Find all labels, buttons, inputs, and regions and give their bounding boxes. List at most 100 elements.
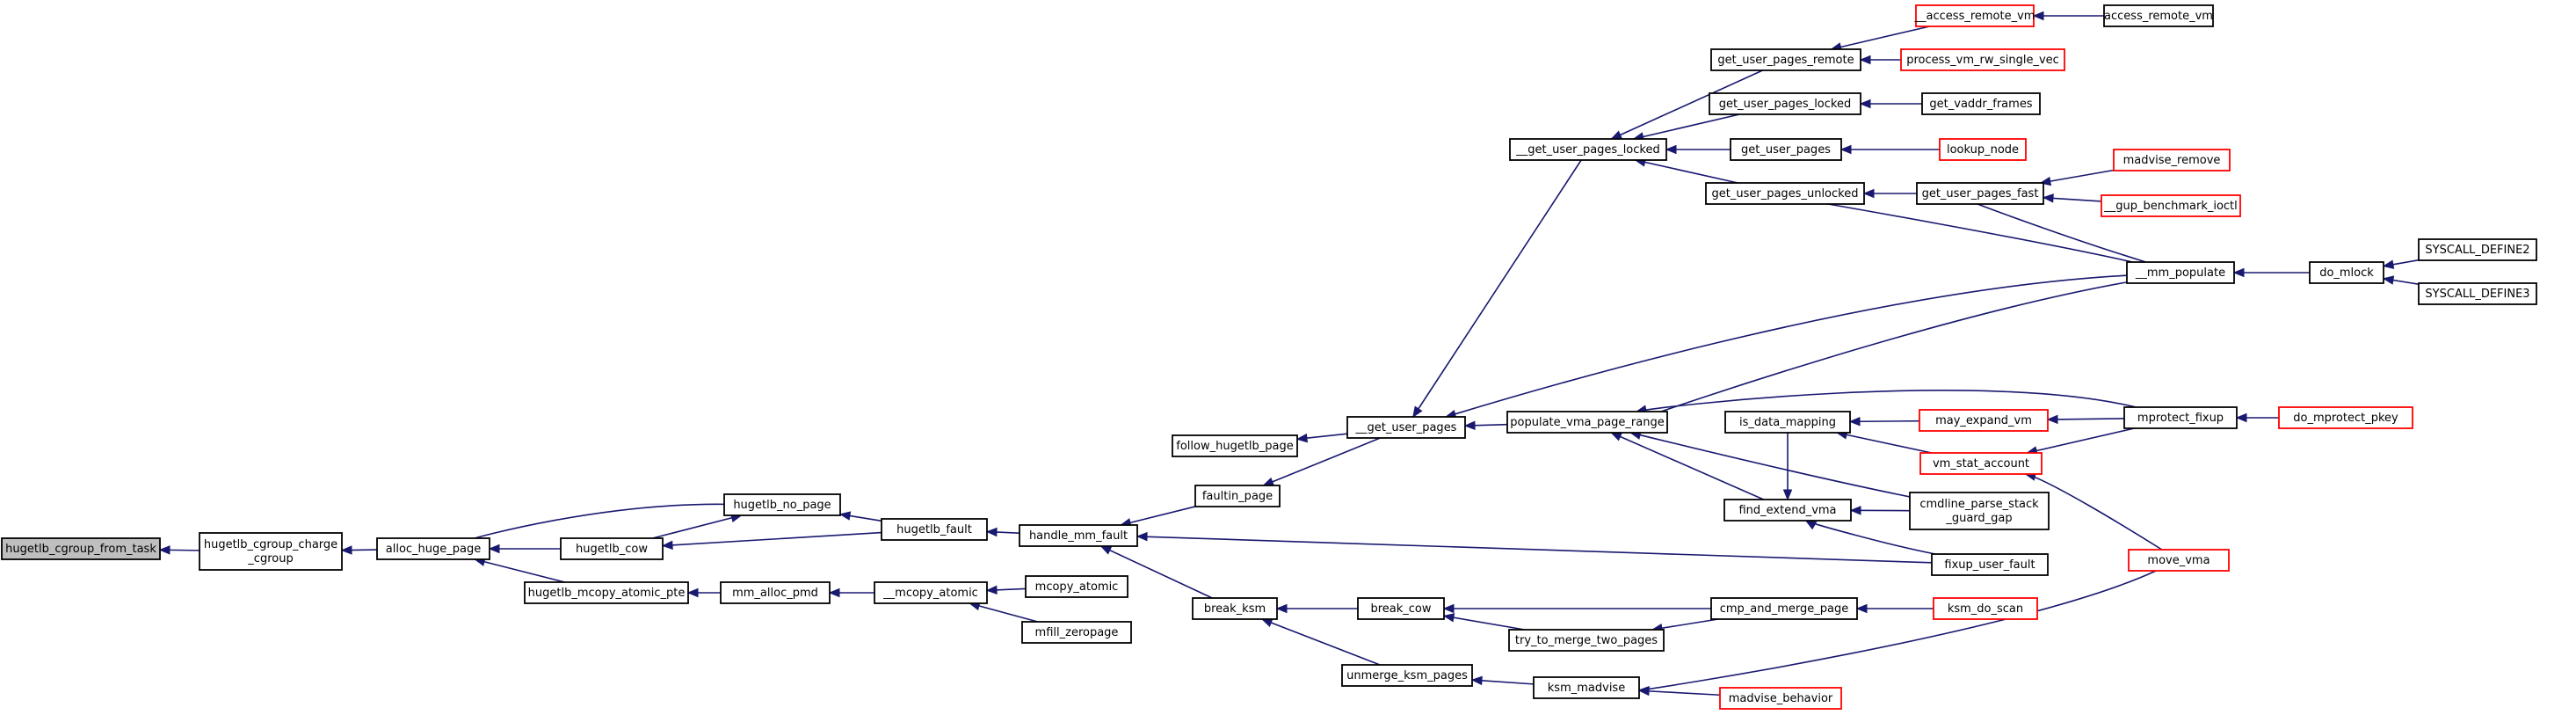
function-node-mm-alloc-pmd[interactable]: mm_alloc_pmd (720, 581, 831, 604)
node-box[interactable] (1933, 597, 2038, 620)
function-node-mfill-zeropage[interactable]: mfill_zeropage (1021, 621, 1132, 644)
function-node-get-user-pages-remote[interactable]: get_user_pages_remote (1710, 48, 1861, 71)
node-box[interactable] (1724, 411, 1851, 434)
function-node-handle-mm-fault[interactable]: handle_mm_fault (1019, 524, 1138, 547)
function-node-madvise-behavior[interactable]: madvise_behavior (1719, 687, 1842, 710)
function-node-get-user-pages-fast[interactable]: get_user_pages_fast (1916, 182, 2044, 205)
function-node-find-extend-vma[interactable]: find_extend_vma (1723, 499, 1852, 522)
node-box[interactable] (1939, 138, 2027, 161)
function-node-faultin-page[interactable]: faultin_page (1194, 485, 1281, 507)
function-node-hugetlb-mcopy-atomic-pte[interactable]: hugetlb_mcopy_atomic_pte (524, 581, 689, 604)
node-box[interactable] (1192, 597, 1278, 620)
function-node-may-expand-vm[interactable]: may_expand_vm (1919, 409, 2049, 432)
function-node-fixup-user-fault[interactable]: fixup_user_fault (1931, 553, 2049, 576)
node-box[interactable] (1709, 92, 1861, 115)
function-node-hugetlb-no-page[interactable]: hugetlb_no_page (723, 493, 841, 516)
node-box[interactable] (1172, 434, 1298, 457)
function-node-mcopy-atomic[interactable]: mcopy_atomic (1025, 575, 1128, 598)
node-box[interactable] (1710, 48, 1861, 71)
function-node-try-to-merge-two-pages[interactable]: try_to_merge_two_pages (1508, 629, 1665, 652)
node-box[interactable] (1915, 4, 2035, 27)
function-node-ksm-madvise[interactable]: ksm_madvise (1533, 676, 1640, 699)
node-box[interactable] (723, 493, 841, 516)
node-box[interactable] (1705, 182, 1865, 205)
node-box[interactable] (2128, 549, 2230, 572)
node-box[interactable] (874, 581, 988, 604)
function-node-cmdline-parse-stack-guard-gap[interactable]: cmdline_parse_stack_guard_gap (1909, 492, 2050, 530)
function-node-syscall-define2[interactable]: SYSCALL_DEFINE2 (2418, 238, 2537, 261)
arrowhead-n11-to-n6 (985, 527, 998, 537)
function-node-ksm-do-scan[interactable]: ksm_do_scan (1933, 597, 2038, 620)
function-node-alloc-huge-page[interactable]: alloc_huge_page (376, 537, 490, 560)
node-box[interactable] (1346, 416, 1466, 439)
node-box[interactable] (1900, 48, 2065, 71)
node-box[interactable] (1916, 182, 2044, 205)
function-node-syscall-define3[interactable]: SYSCALL_DEFINE3 (2418, 282, 2537, 305)
function-node-mm-populate[interactable]: __mm_populate (2126, 261, 2235, 284)
function-node-process-vm-rw-single-vec[interactable]: process_vm_rw_single_vec (1900, 48, 2065, 71)
function-node-get-vaddr-frames[interactable]: get_vaddr_frames (1921, 92, 2041, 115)
function-node-mcopy-atomic[interactable]: __mcopy_atomic (874, 581, 988, 604)
function-node-follow-hugetlb-page[interactable]: follow_hugetlb_page (1172, 434, 1298, 457)
node-box[interactable] (1019, 524, 1138, 547)
node-box[interactable] (560, 537, 664, 560)
node-box[interactable] (376, 537, 490, 560)
node-box[interactable] (1533, 676, 1640, 699)
node-box[interactable] (1506, 411, 1668, 434)
node-box[interactable] (2126, 261, 2235, 284)
node-box[interactable] (1357, 597, 1445, 620)
function-node-mprotect-fixup[interactable]: mprotect_fixup (2123, 406, 2238, 429)
node-box[interactable] (1025, 575, 1128, 598)
node-box[interactable] (2309, 261, 2384, 284)
function-node-cmp-and-merge-page[interactable]: cmp_and_merge_page (1710, 597, 1858, 620)
node-box[interactable] (881, 518, 988, 541)
function-node-hugetlb-cgroup-charge-cgroup[interactable]: hugetlb_cgroup_charge_cgroup (199, 532, 343, 571)
node-box[interactable] (1931, 553, 2049, 576)
node-box[interactable] (1921, 92, 2041, 115)
node-box[interactable] (2418, 282, 2537, 305)
function-node-get-user-pages[interactable]: __get_user_pages (1346, 416, 1466, 439)
function-node-madvise-remove[interactable]: madvise_remove (2113, 149, 2231, 171)
function-node-do-mlock[interactable]: do_mlock (2309, 261, 2384, 284)
node-box[interactable] (1021, 621, 1132, 644)
node-box[interactable] (1508, 629, 1665, 652)
function-node-break-cow[interactable]: break_cow (1357, 597, 1445, 620)
function-node-gup-benchmark-ioctl[interactable]: __gup_benchmark_ioctl (2101, 194, 2241, 217)
node-box[interactable] (1919, 409, 2049, 432)
node-box[interactable] (2418, 238, 2537, 261)
function-node-get-user-pages-locked[interactable]: get_user_pages_locked (1709, 92, 1861, 115)
node-box[interactable] (1710, 597, 1858, 620)
node-box[interactable] (1730, 138, 1842, 161)
node-box[interactable] (1909, 492, 2050, 530)
function-node-unmerge-ksm-pages[interactable]: unmerge_ksm_pages (1341, 664, 1473, 687)
function-node-lookup-node[interactable]: lookup_node (1939, 138, 2027, 161)
node-box[interactable] (1919, 452, 2043, 475)
edge-n6-to-n4 (662, 531, 882, 547)
function-node-access-remote-vm[interactable]: access_remote_vm (2103, 4, 2214, 27)
function-node-move-vma[interactable]: move_vma (2128, 549, 2230, 572)
node-box[interactable] (2278, 406, 2413, 429)
function-node-get-user-pages-unlocked[interactable]: get_user_pages_unlocked (1705, 182, 1865, 205)
node-box[interactable] (2101, 194, 2241, 217)
function-node-hugetlb-fault[interactable]: hugetlb_fault (881, 518, 988, 541)
function-node-populate-vma-page-range[interactable]: populate_vma_page_range (1506, 411, 1668, 434)
node-box[interactable] (2113, 149, 2231, 171)
node-box[interactable] (524, 581, 689, 604)
function-node-get-user-pages[interactable]: get_user_pages (1730, 138, 1842, 161)
node-box[interactable] (1341, 664, 1473, 687)
node-box[interactable] (1194, 485, 1281, 507)
function-node-vm-stat-account[interactable]: vm_stat_account (1919, 452, 2043, 475)
node-box[interactable] (1719, 687, 1842, 710)
function-node-is-data-mapping[interactable]: is_data_mapping (1724, 411, 1851, 434)
node-box[interactable] (199, 532, 343, 571)
function-node-break-ksm[interactable]: break_ksm (1192, 597, 1278, 620)
function-node-do-mprotect-pkey[interactable]: do_mprotect_pkey (2278, 406, 2413, 429)
node-box[interactable] (2103, 4, 2214, 27)
function-node-access-remote-vm[interactable]: __access_remote_vm (1914, 4, 2035, 27)
node-box[interactable] (1509, 138, 1667, 161)
function-node-hugetlb-cow[interactable]: hugetlb_cow (560, 537, 664, 560)
node-box[interactable] (1723, 499, 1852, 522)
node-box[interactable] (720, 581, 831, 604)
node-box[interactable] (2123, 406, 2238, 429)
function-node-get-user-pages-locked[interactable]: __get_user_pages_locked (1509, 138, 1667, 161)
